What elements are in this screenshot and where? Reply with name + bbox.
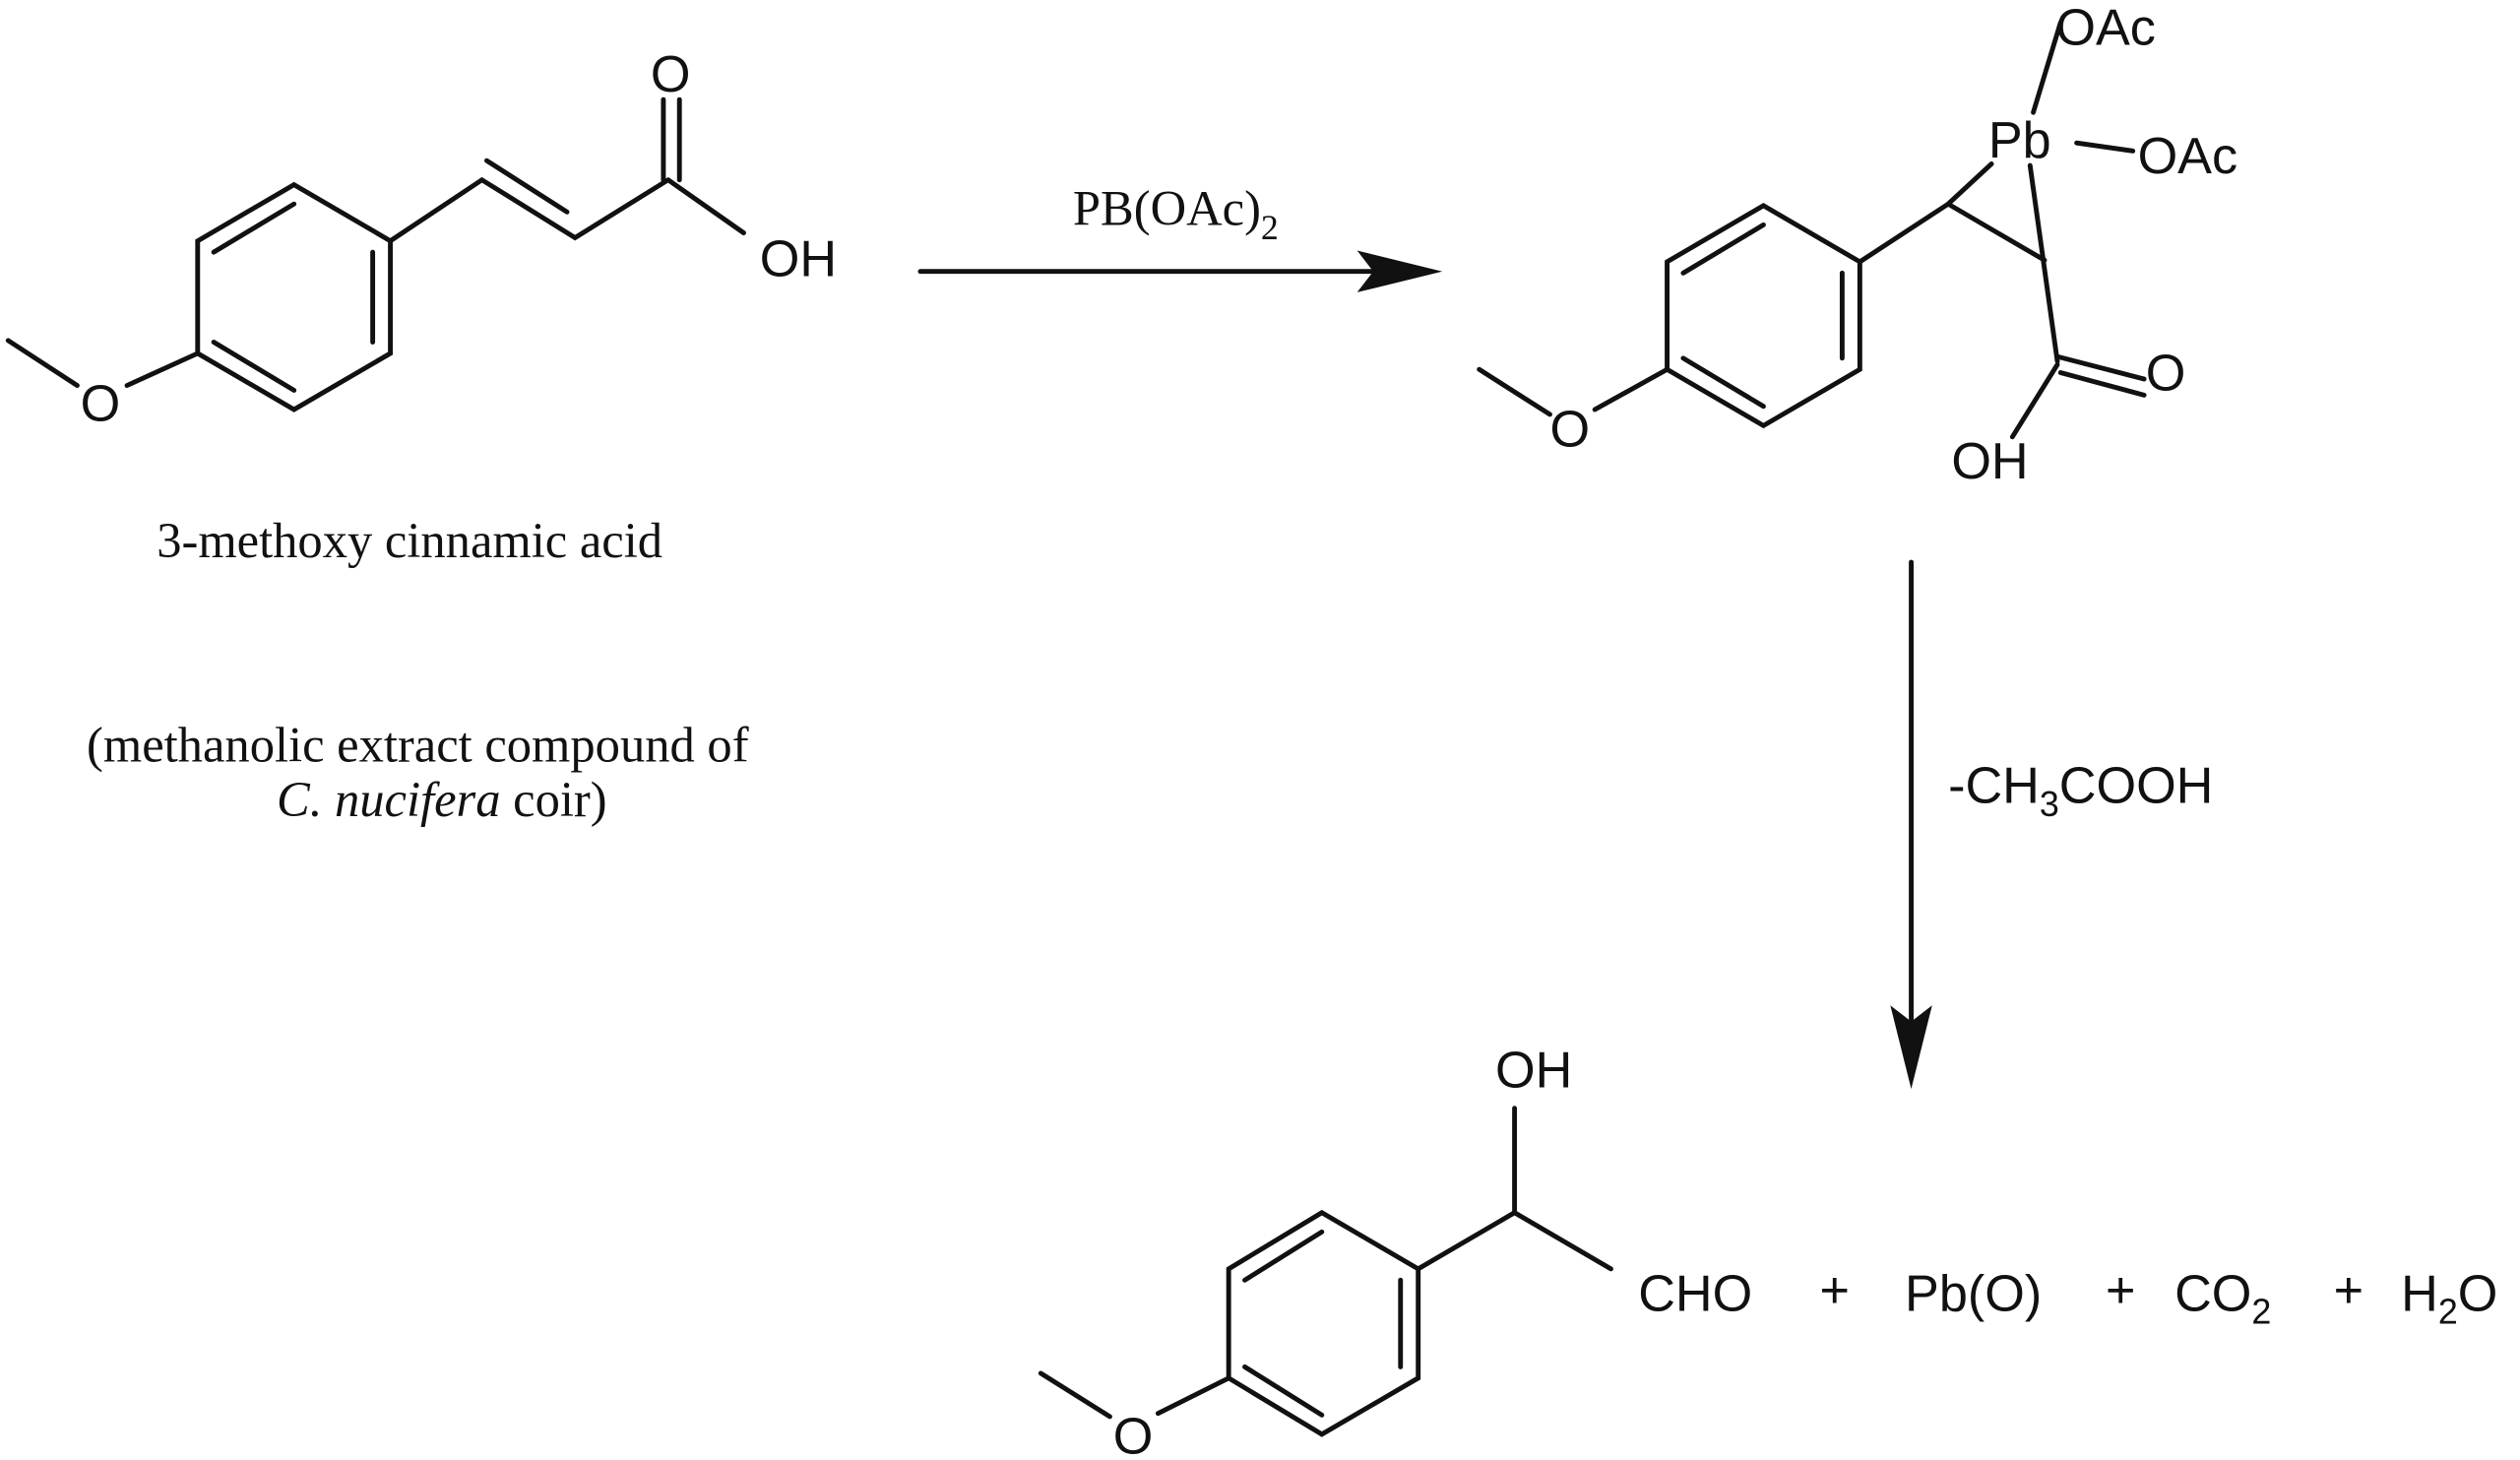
- benzene-ring: [195, 181, 394, 413]
- methoxy-o-label: O: [1113, 1408, 1154, 1460]
- carbonyl-o-label: O: [651, 46, 691, 103]
- reaction-arrow-1: [917, 250, 1443, 292]
- alkene-double-bond: [484, 158, 570, 215]
- hydroxyl-bond: [665, 177, 746, 236]
- lead-label: Pb: [1988, 112, 2051, 169]
- byproduct-subscript: 3: [2040, 785, 2059, 824]
- lead-oxide-label: Pb(O): [1905, 1265, 2042, 1322]
- ring-double-bond: [1242, 1229, 1325, 1283]
- step2-byproduct: -CH3COOH: [1948, 758, 2213, 824]
- reagent-text: PB(OAc): [1073, 180, 1261, 235]
- benzene-ring: [1226, 1209, 1421, 1437]
- co2-text: CO: [2174, 1265, 2251, 1322]
- species-name: C. nucifera: [277, 772, 501, 827]
- carbonyl-bond: [2057, 370, 2147, 398]
- reactant-name: 3-methoxy cinnamic acid: [157, 513, 662, 568]
- methoxy-bond: [124, 350, 201, 388]
- cyclic-bond: [1857, 201, 2048, 265]
- water-o: O: [2458, 1265, 2498, 1322]
- water-subscript: 2: [2438, 1292, 2458, 1331]
- water-label: H2O: [2401, 1265, 2497, 1331]
- byproduct-prefix: -CH: [1948, 758, 2040, 815]
- oac-top-label: OAc: [2055, 0, 2156, 57]
- ring-double-bond: [211, 340, 297, 393]
- methoxy-o-label: O: [81, 375, 121, 432]
- propenoic-chain: [388, 176, 671, 244]
- reaction-arrow-2: [1890, 559, 1932, 1090]
- reactant-source-line2: C. nucifera coir): [277, 772, 607, 827]
- byproduct-suffix: COOH: [2059, 758, 2214, 815]
- benzene-ring: [1665, 202, 1862, 429]
- arrowhead-icon: [1356, 250, 1443, 292]
- co2-label: CO2: [2174, 1265, 2271, 1331]
- carbon-chain: [1416, 1209, 1613, 1272]
- methoxy-bond: [1592, 366, 1670, 413]
- ring-double-bond: [1242, 1364, 1325, 1418]
- reactant-structure: O O OH: [5, 46, 837, 432]
- plus-sign: +: [2106, 1262, 2135, 1319]
- co2-subscript: 2: [2251, 1292, 2271, 1331]
- step1-reagent: PB(OAc)2: [1073, 180, 1279, 247]
- plus-sign: +: [2334, 1262, 2363, 1319]
- hydroxyl-label: OH: [760, 231, 837, 288]
- source-rest: coir): [500, 772, 606, 827]
- hydroxyl-label: OH: [1951, 433, 2028, 490]
- pb-c-bond: [2027, 162, 2060, 364]
- methoxy-bond: [1155, 1375, 1231, 1417]
- pb-oac-bond: [2031, 20, 2063, 115]
- methyl-bond: [5, 338, 80, 388]
- methyl-bond: [1038, 1370, 1112, 1420]
- carbonyl-o-label: O: [2146, 345, 2186, 402]
- arrowhead-icon: [1890, 1005, 1932, 1090]
- ring-double-bond: [1680, 222, 1766, 276]
- pb-oac-bond: [2074, 140, 2136, 154]
- product-structure: O OH: [1038, 1043, 1613, 1460]
- plus-sign: +: [1820, 1262, 1850, 1319]
- methyl-bond: [1477, 366, 1552, 417]
- hydroxyl-label: OH: [1495, 1043, 1572, 1100]
- water-h: H: [2401, 1265, 2438, 1322]
- hydroxyl-bond: [2009, 361, 2060, 440]
- oac-right-label: OAc: [2138, 128, 2238, 185]
- methoxy-o-label: O: [1549, 402, 1590, 459]
- intermediate-structure: O Pb OAc OAc O OH: [1477, 0, 2238, 490]
- aldehyde-label: CHO: [1638, 1265, 1752, 1322]
- carbonyl-bond: [2054, 353, 2147, 382]
- reactant-source-line1: (methanolic extract compound of: [87, 717, 749, 772]
- c-pb-bond: [1945, 160, 1994, 207]
- ring-double-bond: [211, 201, 297, 255]
- reagent-subscript: 2: [1261, 208, 1279, 247]
- ring-double-bond: [1680, 355, 1766, 410]
